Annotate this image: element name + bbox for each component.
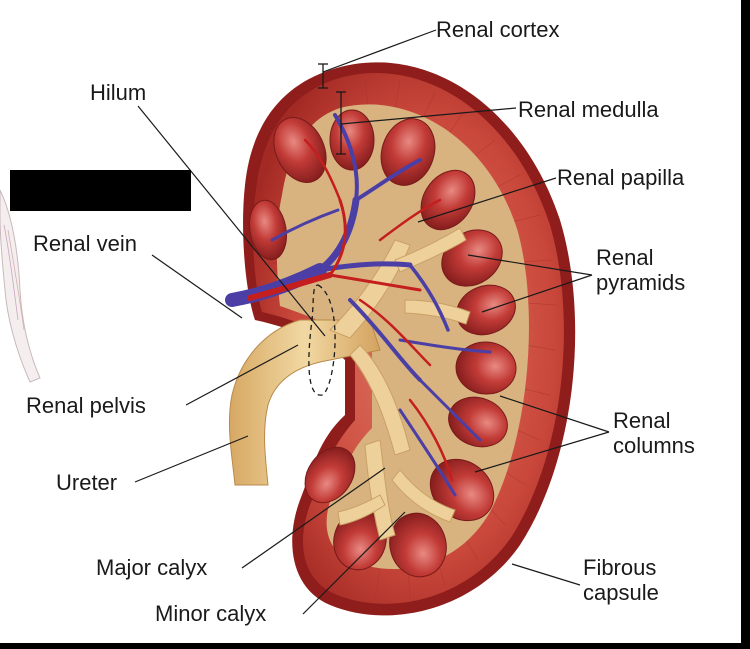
diagram-canvas: Renal cortex Hilum Renal medulla Renal p…: [0, 0, 741, 643]
label-major-calyx: Major calyx: [96, 555, 207, 580]
label-ureter: Ureter: [56, 470, 117, 495]
label-renal-pelvis: Renal pelvis: [26, 393, 146, 418]
label-fibrous-capsule-line1: Fibrous: [583, 555, 659, 580]
redaction-box: [10, 170, 191, 211]
label-renal-pyramids: Renal pyramids: [596, 245, 685, 295]
label-fibrous-capsule: Fibrous capsule: [583, 555, 659, 605]
label-renal-pyramids-line2: pyramids: [596, 270, 685, 295]
leader-fibrous-capsule: [512, 564, 580, 585]
label-renal-columns-line2: columns: [613, 433, 695, 458]
label-renal-pyramids-line1: Renal: [596, 245, 685, 270]
leader-renal-vein: [152, 255, 242, 318]
label-renal-medulla: Renal medulla: [518, 97, 659, 122]
label-fibrous-capsule-line2: capsule: [583, 580, 659, 605]
label-renal-columns: Renal columns: [613, 408, 695, 458]
leader-ureter: [135, 436, 248, 482]
label-renal-columns-line1: Renal: [613, 408, 695, 433]
label-hilum: Hilum: [90, 80, 146, 105]
label-renal-vein: Renal vein: [33, 231, 137, 256]
label-renal-cortex: Renal cortex: [436, 17, 560, 42]
label-renal-papilla: Renal papilla: [557, 165, 684, 190]
body-silhouette: [0, 190, 40, 382]
label-minor-calyx: Minor calyx: [155, 601, 266, 626]
